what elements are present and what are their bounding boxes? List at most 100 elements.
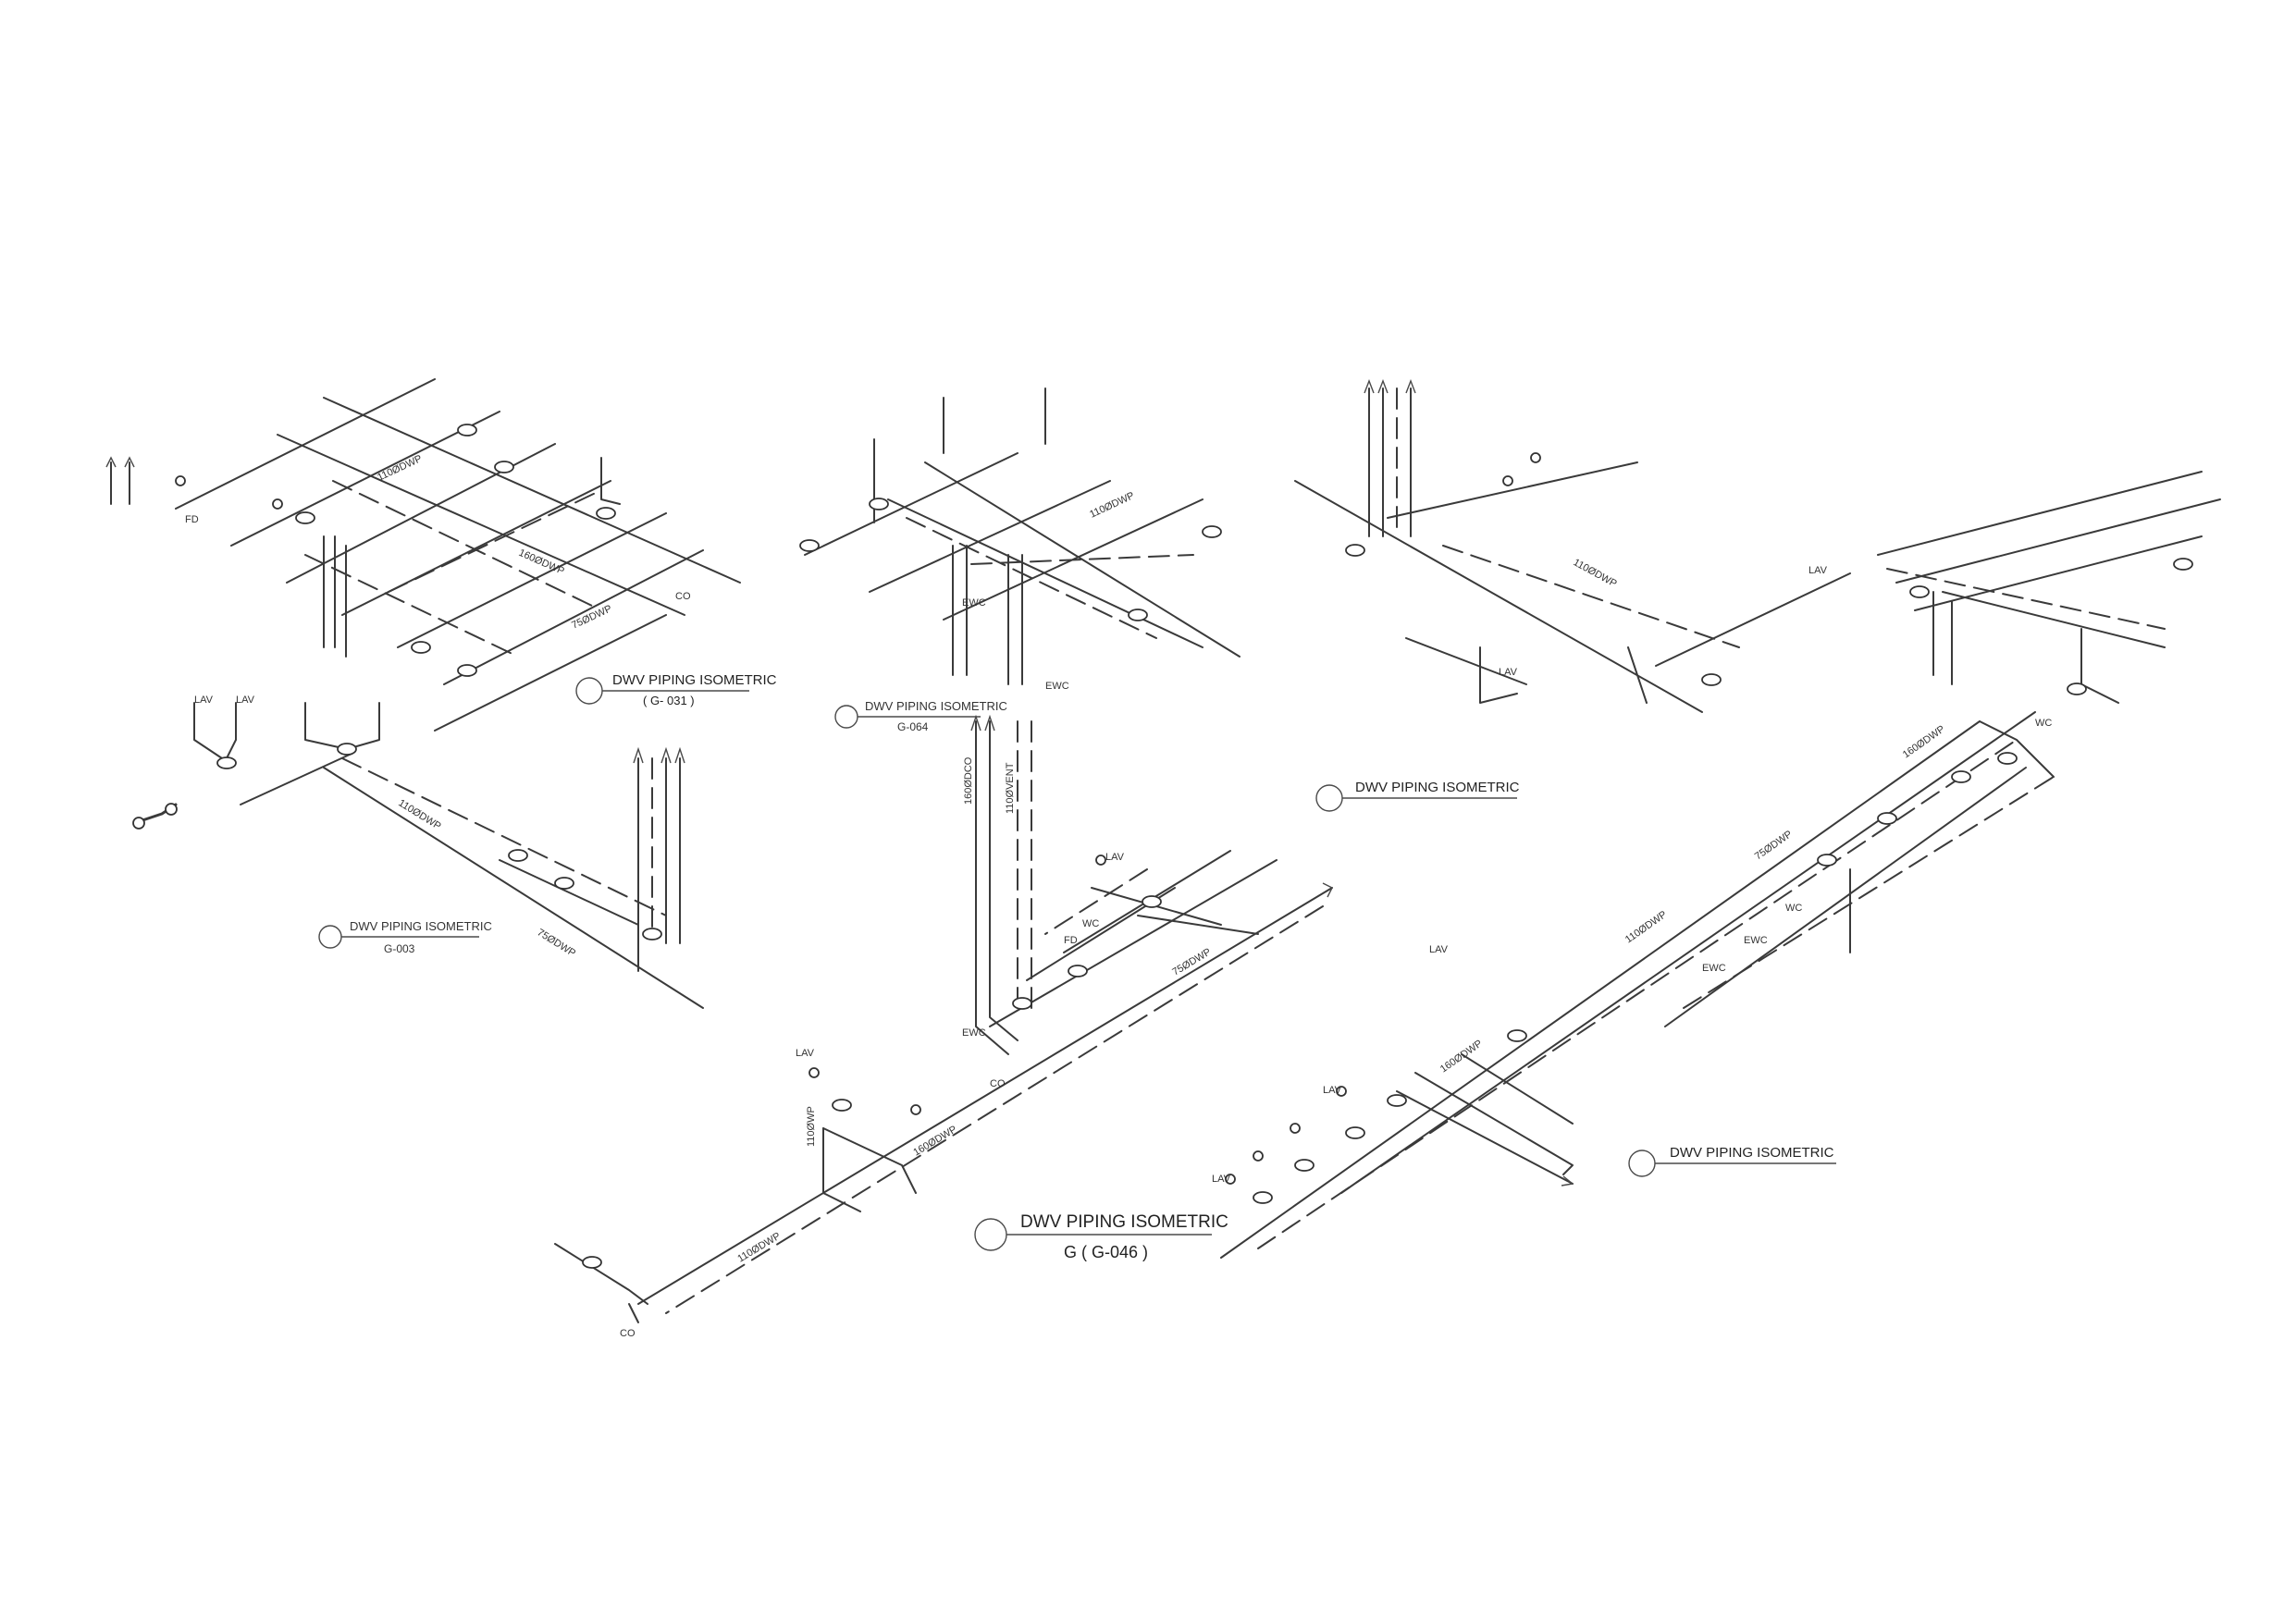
cleanout-symbol [132, 803, 178, 830]
fixture-fd-26 [1345, 1126, 1365, 1139]
caption-center: DWV PIPING ISOMETRIC [1315, 780, 1520, 812]
fixture-fd-29 [1817, 854, 1837, 867]
fixture-fd-6 [457, 664, 477, 677]
fixture-fd-32 [1997, 752, 2018, 765]
fixture-fd-22 [1068, 965, 1088, 977]
caption-title: DWV PIPING ISOMETRIC [1670, 1145, 1834, 1161]
caption-title: DWV PIPING ISOMETRIC [612, 672, 777, 688]
caption-g031: DWV PIPING ISOMETRIC ( G- 031 ) [575, 672, 777, 707]
size-label: 110ØWP [806, 1106, 817, 1147]
fixture-fd-4 [596, 507, 616, 520]
iso-group-g064: EWC EWC 110ØDWP [799, 387, 1241, 692]
size-label: 160ØDWP [911, 1124, 958, 1158]
tag-lav: LAV [1212, 1174, 1231, 1185]
size-label: 75ØDWP [535, 927, 577, 959]
caption-title: DWV PIPING ISOMETRIC [1020, 1212, 1228, 1232]
fixture-fd-19 [582, 1256, 602, 1269]
tag-fd: FD [185, 514, 199, 525]
tag-fd: FD [1064, 935, 1078, 946]
caption-sub: G-003 [384, 942, 415, 955]
caption-title: DWV PIPING ISOMETRIC [1355, 780, 1520, 795]
fixture-fd-3 [494, 461, 514, 473]
tag-lav: LAV [236, 695, 255, 706]
iso-group-g003: LAV LAV 110ØDWP 75ØDWP [132, 695, 704, 1009]
fixture-fd-25 [1294, 1159, 1315, 1172]
tag-lav: LAV [1105, 852, 1125, 863]
fixture-wc-1 [869, 498, 889, 510]
caption-sub: G ( G-046 ) [1064, 1243, 1148, 1261]
fixture-lav-2 [272, 498, 283, 510]
fixture-fd-17 [554, 877, 574, 890]
fixture-fd-16 [508, 849, 528, 862]
tag-co: CO [620, 1328, 636, 1339]
caption-title: DWV PIPING ISOMETRIC [350, 919, 492, 933]
fixture-lav-1 [175, 475, 186, 486]
caption-right: DWV PIPING ISOMETRIC [1628, 1145, 1836, 1177]
fixture-fd-2 [457, 424, 477, 436]
fixture-lav-4 [1530, 452, 1541, 463]
fixture-fd-12 [1909, 585, 1930, 598]
fixture-fd-30 [1877, 812, 1897, 825]
fixture-lav-3 [1502, 475, 1513, 486]
fixture-fd-8 [1202, 525, 1222, 538]
tag-co: CO [990, 1078, 1006, 1089]
tag-lav: LAV [1499, 667, 1518, 678]
fixture-fd-31 [1951, 770, 1971, 783]
fixture-fd-15 [337, 743, 357, 756]
fixture-lav-6 [910, 1104, 921, 1115]
fixture-lav-8 [1225, 1174, 1236, 1185]
fixture-fd-28 [1507, 1029, 1527, 1042]
fixture-fd-18 [642, 928, 662, 941]
fixture-fd-11 [1701, 673, 1722, 686]
caption-g003: DWV PIPING ISOMETRIC G-003 [318, 919, 492, 955]
size-label: 110ØVENT [1005, 762, 1016, 814]
size-label: 160ØDCO [963, 756, 974, 805]
tag-ewc: EWC [1744, 935, 1768, 946]
tag-lav: LAV [1323, 1085, 1342, 1096]
tag-lav: LAV [1808, 565, 1828, 576]
fixture-lav-7 [1095, 855, 1106, 866]
fixture-fd-7 [799, 539, 820, 552]
fixture-fd-13 [2067, 682, 2087, 695]
iso-group-top-right: LAV LAV 110ØDWP [1294, 379, 1851, 713]
iso-group-bottom-right: LAV LAV LAV EWC EWC WC WC 160ØDWP 110ØDW… [1212, 711, 2055, 1259]
fixture-lav-9 [1253, 1150, 1264, 1162]
tag-ewc: EWC [1702, 963, 1726, 974]
size-label: 110ØDWP [1572, 557, 1619, 590]
tag-co: CO [675, 591, 691, 602]
tag-lav: LAV [194, 695, 214, 706]
caption-sub: G-064 [897, 720, 929, 733]
size-label: 160ØDWP [1438, 1038, 1485, 1075]
iso-group-far-right [1877, 471, 2221, 704]
tag-lav: LAV [796, 1048, 815, 1059]
tag-wc: WC [2035, 718, 2052, 729]
iso-group-g046: 160ØDCO 110ØVENT LAV LAV WC FD EWC CO CO… [554, 714, 1333, 1339]
caption-title: DWV PIPING ISOMETRIC [865, 699, 1007, 713]
size-label: 110ØDWP [735, 1231, 783, 1265]
fixture-fd-14 [216, 756, 237, 769]
fixture-fd-23 [1012, 997, 1032, 1010]
tag-ewc: EWC [1045, 681, 1069, 692]
fixture-wc-2 [2173, 558, 2193, 571]
fixture-fd-1 [295, 511, 315, 524]
fixture-fd-24 [1253, 1191, 1273, 1204]
size-label: 110ØDWP [376, 453, 424, 484]
tag-wc: WC [1785, 903, 1802, 914]
tag-ewc: EWC [962, 1027, 986, 1039]
fixture-fd-27 [1387, 1094, 1407, 1107]
fixture-fd-21 [1142, 895, 1162, 908]
fixture-lav-5 [809, 1067, 820, 1078]
fixture-lav-10 [1290, 1123, 1301, 1134]
caption-sub: ( G- 031 ) [643, 694, 695, 707]
tag-ewc: EWC [962, 597, 986, 609]
fixture-fd-10 [1345, 544, 1365, 557]
fixture-fd-20 [832, 1099, 852, 1112]
tag-lav: LAV [1429, 944, 1449, 955]
caption-g046: DWV PIPING ISOMETRIC G ( G-046 ) [974, 1212, 1228, 1261]
size-label: 110ØDWP [1623, 909, 1669, 946]
fixture-lav-11 [1336, 1086, 1347, 1097]
tag-wc: WC [1082, 918, 1099, 929]
size-label: 160ØDWP [1901, 723, 1947, 760]
